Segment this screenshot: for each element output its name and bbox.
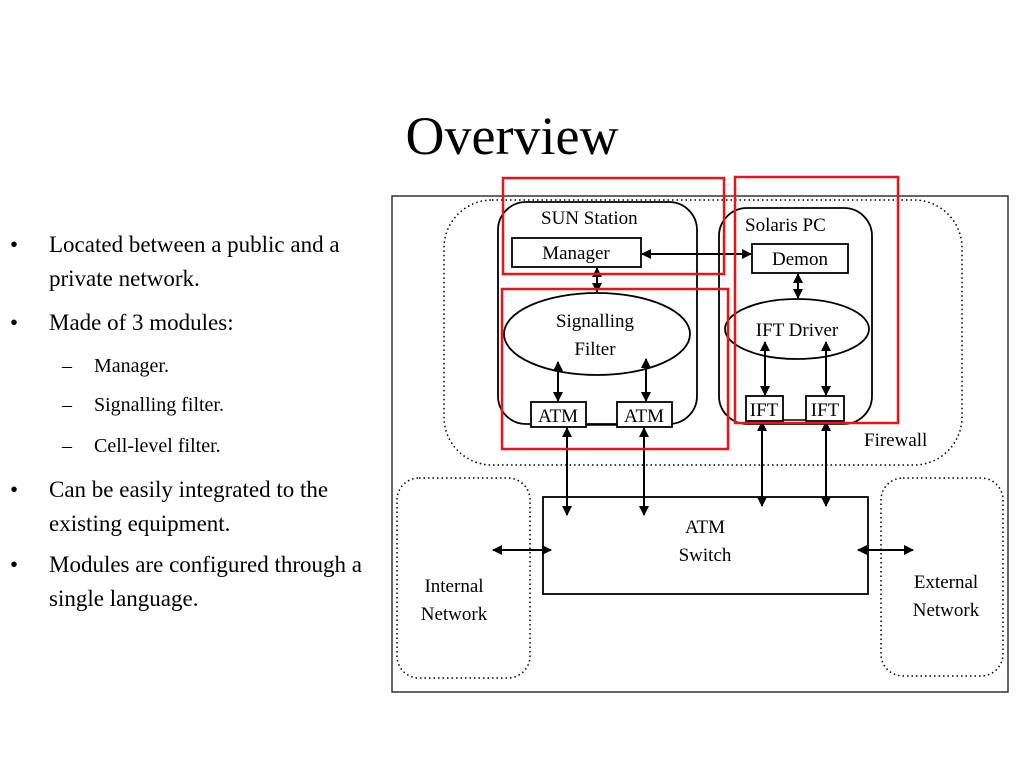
atm-switch-box — [542, 496, 869, 595]
highlight-cell-level-filter — [733, 175, 900, 425]
signalling-filter-node — [503, 292, 691, 376]
signalling-filter-label: Signalling — [556, 311, 635, 332]
bullet-text: Modules are configured through a single … — [49, 552, 362, 611]
atm-switch-label: Switch — [679, 545, 732, 566]
bullet-mark: • — [10, 552, 19, 577]
firewall-region — [443, 199, 963, 466]
bullet-mark: • — [10, 310, 19, 335]
bullet-mark: • — [10, 232, 19, 257]
internal-network-label: Network — [421, 604, 488, 625]
sun-station-label: SUN Station — [541, 208, 638, 229]
solaris-pc-label: Solaris PC — [745, 215, 826, 236]
bullet-text: Made of 3 modules: — [49, 310, 234, 335]
bullet-mark: • — [10, 477, 19, 502]
atm-left-box — [530, 401, 587, 428]
sub-bullet-text: Signalling filter. — [94, 394, 224, 416]
firewall-label: Firewall — [864, 430, 927, 451]
sub-bullet-text: Cell-level filter. — [94, 435, 221, 457]
ift-left-label: IFT — [750, 400, 779, 421]
sub-bullet-text: Manager. — [94, 355, 169, 377]
sub-bullet-mark: – — [62, 435, 72, 457]
external-network-region — [880, 477, 1004, 677]
atm-switch-label: ATM — [685, 517, 725, 538]
internal-network-label: Internal — [424, 576, 483, 597]
diagram-frame — [391, 195, 1009, 693]
atm-left-label: ATM — [538, 406, 578, 427]
bullet-text: Located between a public and a private n… — [49, 232, 340, 291]
slide-title: Overview — [405, 106, 619, 166]
highlight-manager — [501, 176, 726, 276]
demon-box — [751, 243, 849, 274]
ift-left-box — [745, 395, 784, 422]
external-network-label: Network — [913, 600, 980, 621]
sub-bullet-mark: – — [62, 355, 72, 377]
sub-bullet-mark: – — [62, 394, 72, 416]
demon-label: Demon — [772, 249, 828, 270]
ift-right-label: IFT — [811, 400, 840, 421]
manager-label: Manager — [542, 243, 610, 264]
signalling-filter-label: Filter — [574, 339, 616, 360]
ift-driver-label: IFT Driver — [756, 320, 839, 341]
external-network-label: External — [914, 572, 978, 593]
highlight-signalling-filter — [500, 287, 730, 451]
atm-right-label: ATM — [624, 406, 664, 427]
bullet-text: Can be easily integrated to the existing… — [49, 477, 329, 536]
